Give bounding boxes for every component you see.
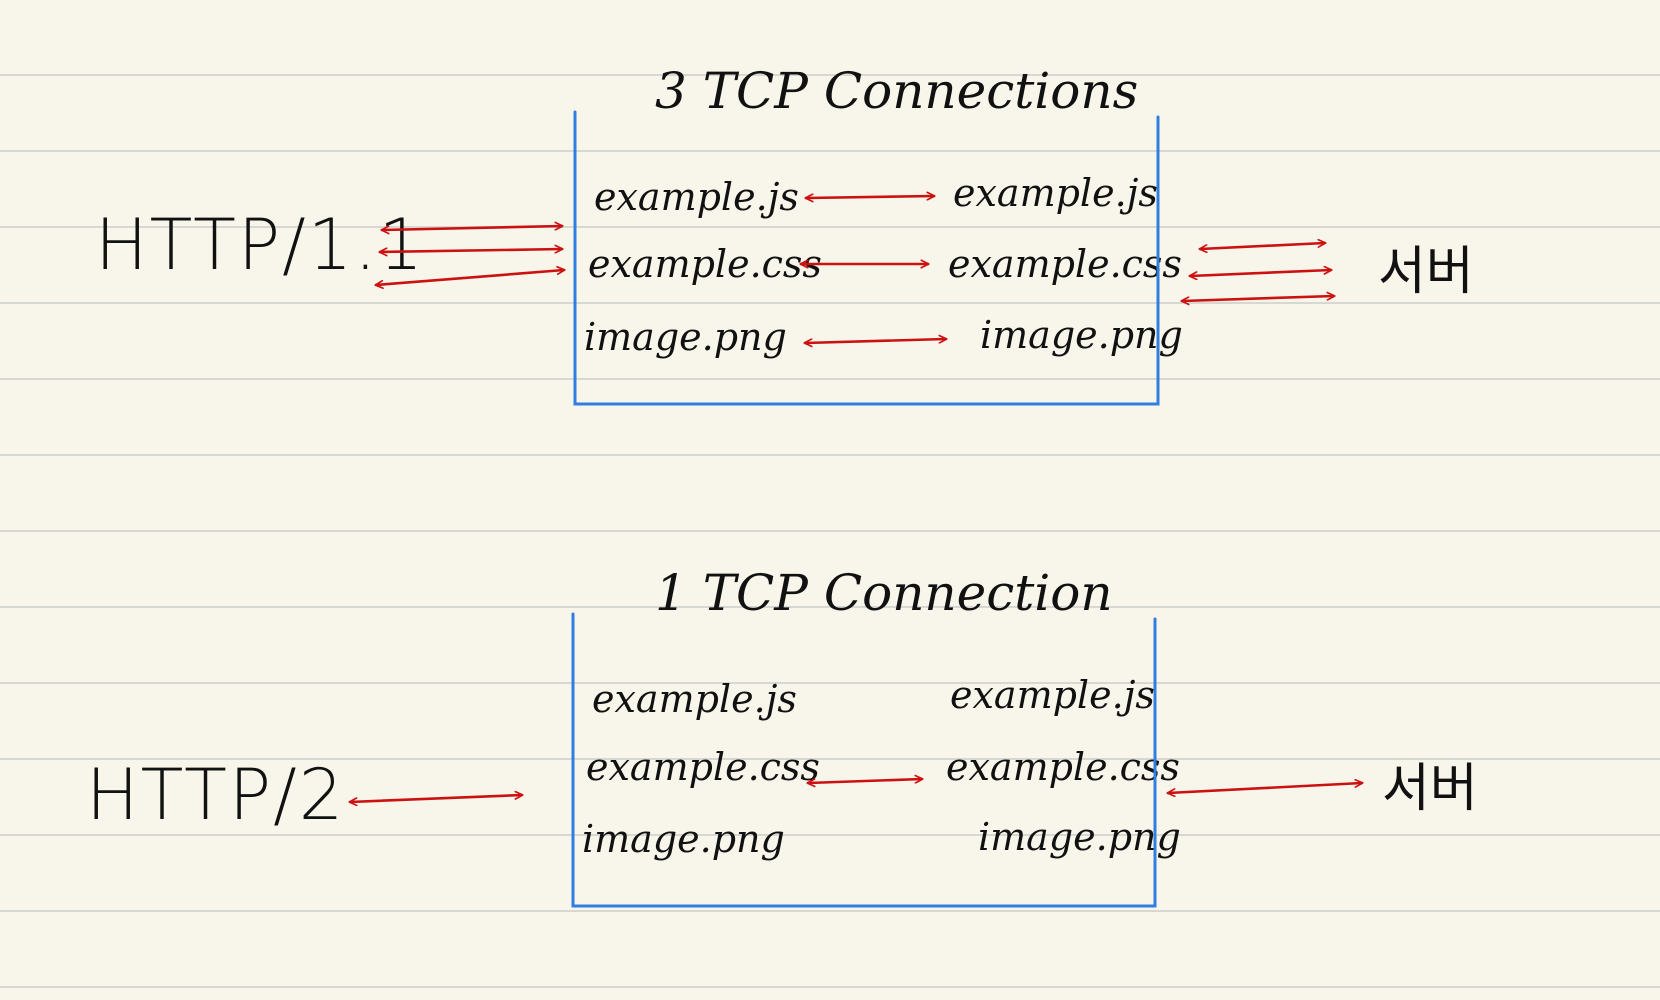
- http2-connection-title: 1 TCP Connection: [655, 564, 1113, 622]
- http11-left-file-css: example.css: [588, 242, 822, 286]
- http2-right-file-js: example.js: [950, 673, 1155, 717]
- http2-right-file-png: image.png: [978, 815, 1181, 859]
- http11-right-file-js: example.js: [953, 171, 1158, 215]
- http11-protocol-label: HTTP/1.1: [95, 204, 426, 286]
- http11-client-arrow-3: [376, 270, 564, 285]
- http2-left-file-css: example.css: [586, 745, 820, 789]
- http2-server-label: 서버: [1382, 759, 1478, 819]
- http2-right-file-css: example.css: [946, 745, 1180, 789]
- http11-server-arrow-3: [1182, 296, 1334, 301]
- http11-server-label: 서버: [1378, 242, 1474, 302]
- http11-server-arrow-1: [1200, 243, 1325, 249]
- http11-connections-title: 3 TCP Connections: [655, 62, 1139, 120]
- http2-client-arrow: [350, 795, 522, 802]
- http2-connection-box: [571, 612, 1157, 908]
- http11-png-arrow: [805, 339, 946, 343]
- http11-left-file-png: image.png: [584, 315, 787, 359]
- http11-left-file-js: example.js: [594, 175, 799, 219]
- http2-left-file-png: image.png: [582, 817, 785, 861]
- http11-right-file-css: example.css: [948, 242, 1182, 286]
- http2-protocol-label: HTTP/2: [86, 754, 346, 836]
- http2-server-arrow: [1168, 783, 1362, 793]
- http11-js-arrow: [806, 196, 934, 198]
- http11-connection-box: [573, 110, 1160, 406]
- http2-left-file-js: example.js: [592, 677, 797, 721]
- http11-right-file-png: image.png: [980, 313, 1183, 357]
- http2-css-arrow: [808, 779, 922, 783]
- http11-client-arrow-2: [380, 249, 562, 252]
- http11-client-arrow-1: [382, 226, 562, 230]
- http11-server-arrow-2: [1190, 270, 1331, 276]
